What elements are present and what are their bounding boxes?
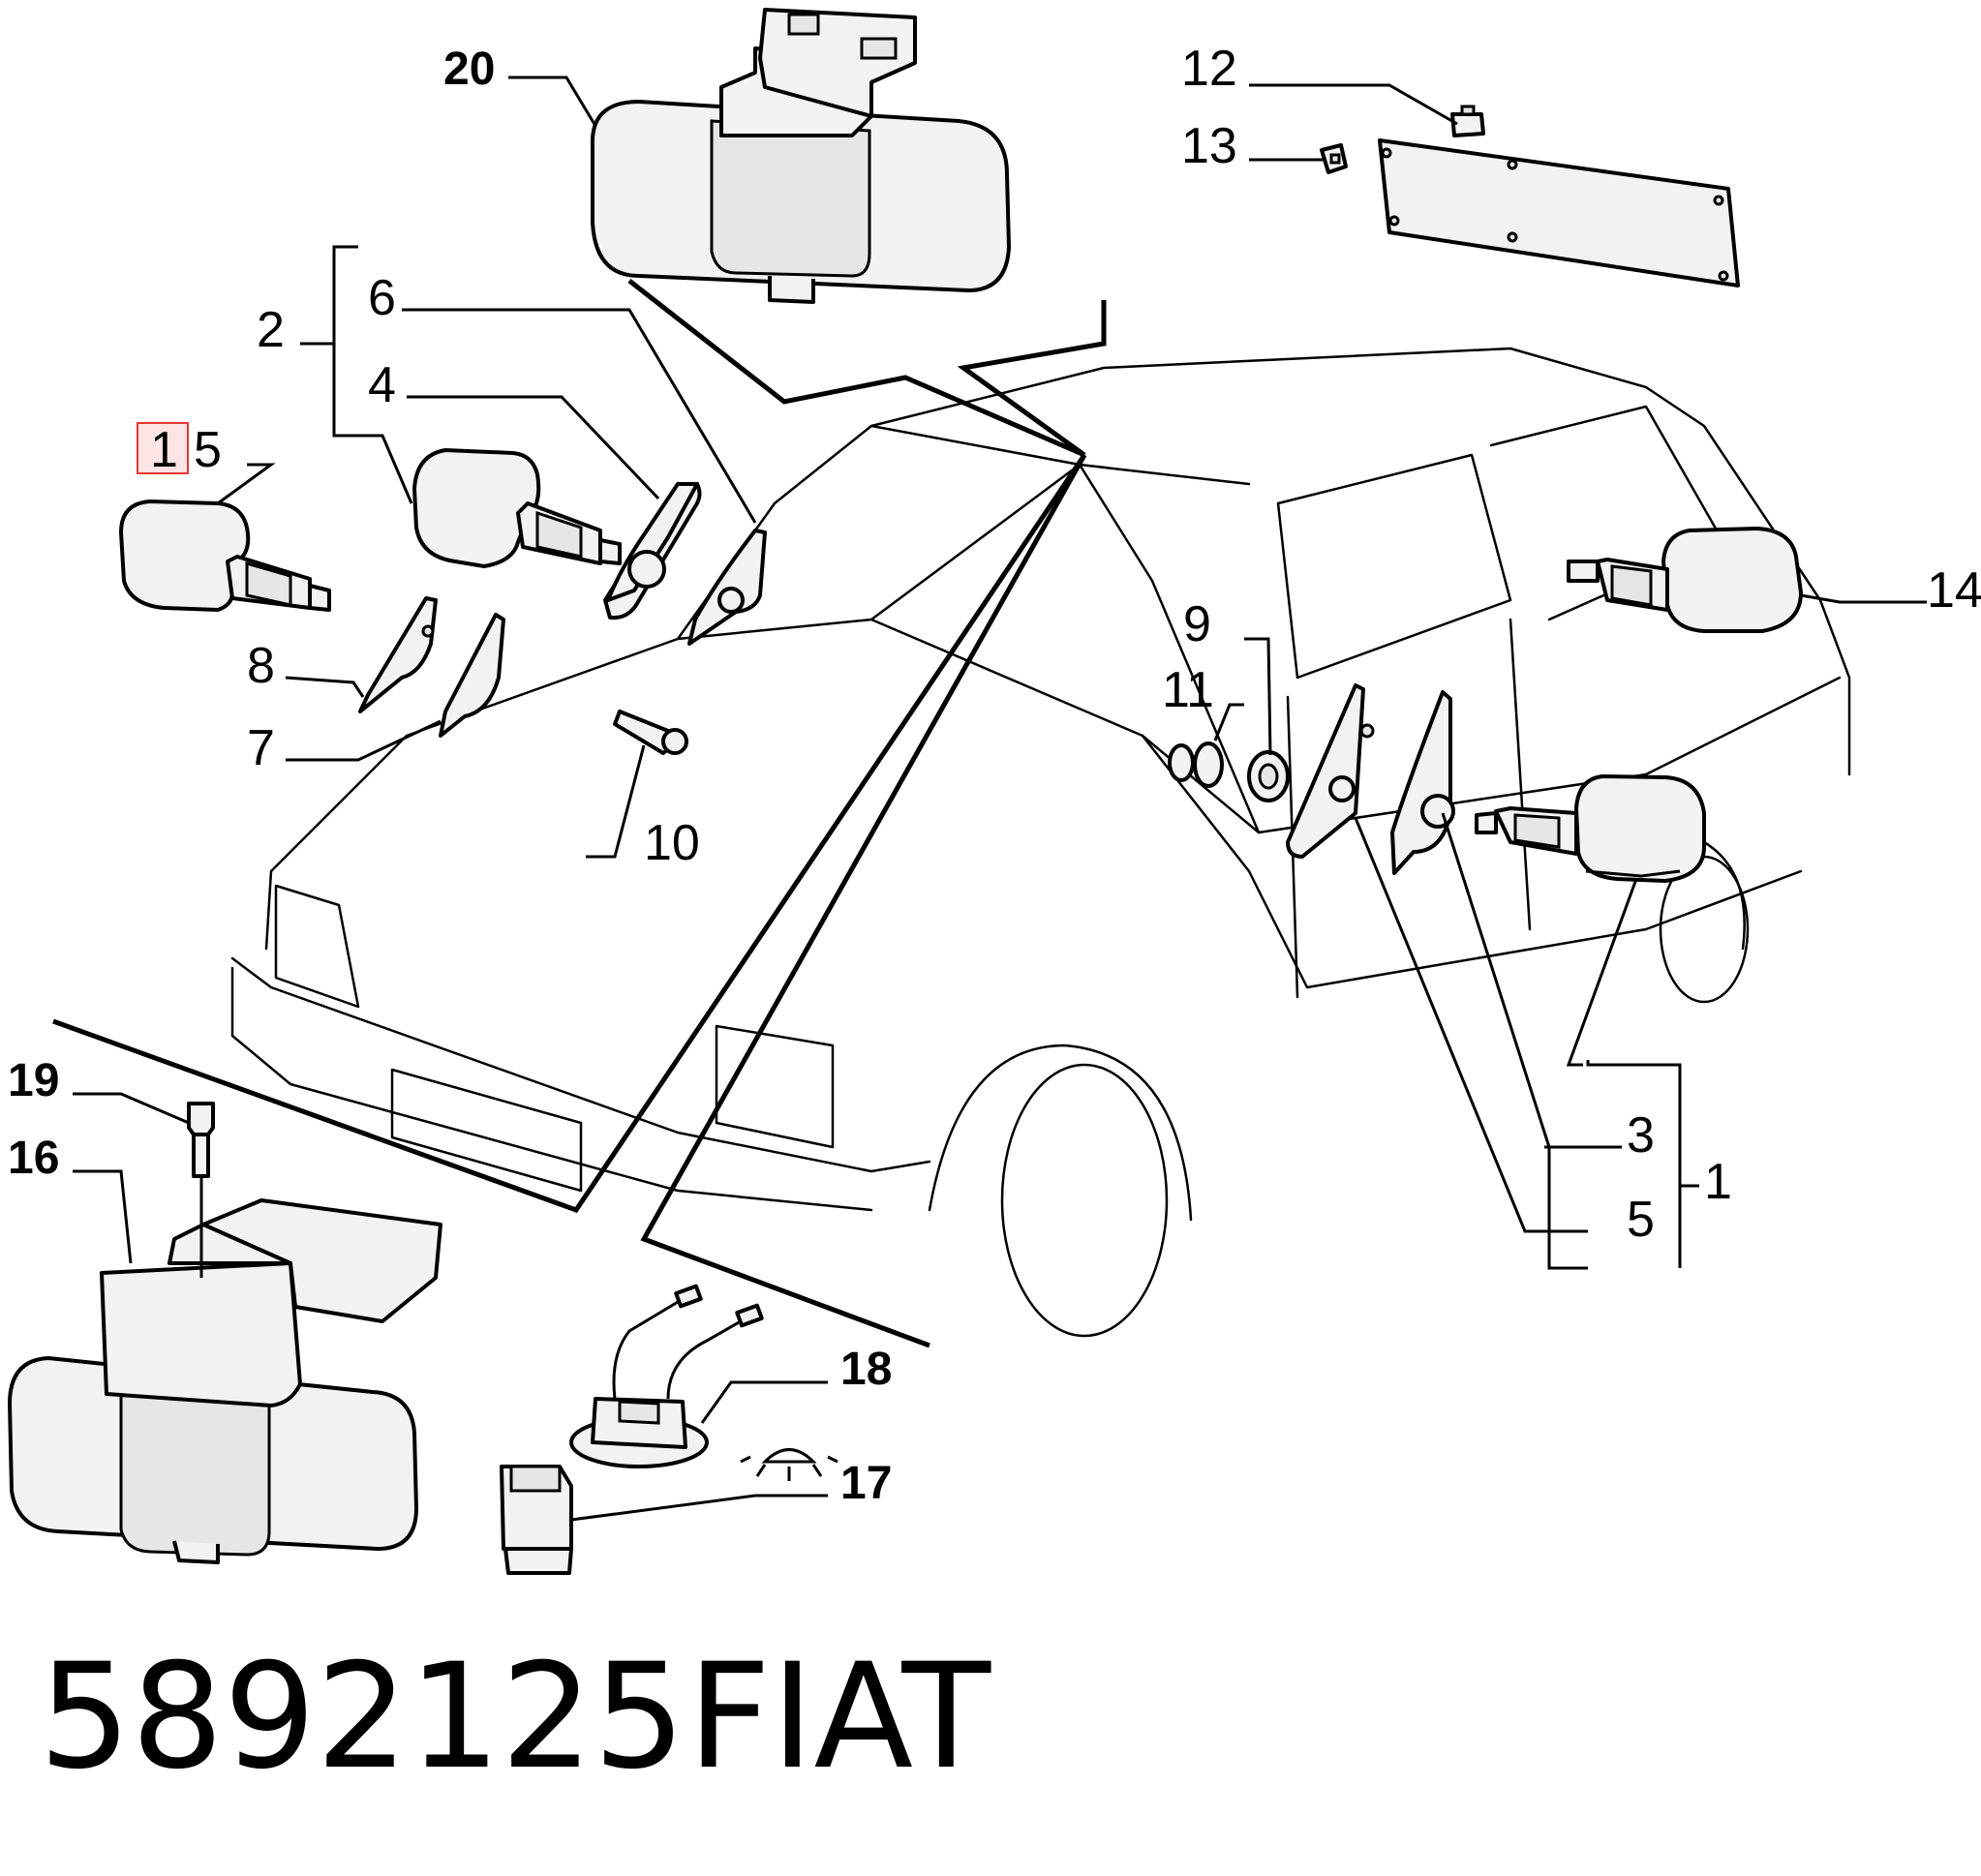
bushing-11[interactable] [1168, 741, 1224, 788]
left-mirror-assembly-1[interactable] [119, 499, 331, 612]
brand-name: FIAT [687, 1633, 991, 1801]
right-upper-mirror-assembly-14[interactable] [1567, 527, 1803, 633]
section-lines [52, 279, 1107, 1348]
callout-13: 13 [1181, 118, 1237, 174]
callout-17: 17 [840, 1458, 892, 1509]
callout-5-right: 5 [1627, 1192, 1655, 1248]
callout-12: 12 [1181, 41, 1237, 97]
triangle-cover-7[interactable] [439, 613, 505, 738]
callout-8: 8 [247, 638, 275, 694]
triangle-cover-8[interactable] [358, 596, 438, 713]
lamp-socket-18[interactable] [569, 1284, 764, 1468]
callout-10: 10 [644, 815, 700, 871]
screw-10[interactable] [613, 710, 688, 755]
bolt-19[interactable] [187, 1102, 215, 1178]
left-mirror-gasket-6[interactable] [687, 529, 767, 646]
callout-6: 6 [368, 270, 396, 326]
callout-4: 4 [368, 357, 396, 413]
callout-18: 18 [840, 1344, 892, 1395]
right-mirror-base-3[interactable] [1390, 690, 1455, 875]
left-mirror-housing-4[interactable] [412, 448, 622, 568]
callout-11: 11 [1162, 662, 1214, 718]
right-lower-mirror-assembly[interactable] [1475, 774, 1706, 883]
interior-mirror-16[interactable] [8, 1198, 442, 1564]
callout-9: 9 [1183, 596, 1211, 652]
footer: 5892125 FIAT [39, 1633, 991, 1801]
leader-lines [73, 76, 1927, 1522]
callout-16: 16 [8, 1133, 59, 1184]
trim-plate[interactable] [1378, 138, 1740, 287]
right-mirror-gasket-5[interactable] [1286, 683, 1375, 859]
callout-2: 2 [257, 302, 285, 358]
screw-12[interactable] [1450, 105, 1485, 137]
switch-17[interactable] [500, 1465, 573, 1575]
clip-13[interactable] [1320, 143, 1348, 174]
interior-light-icon [740, 1448, 838, 1481]
callout-5-left: 5 [194, 422, 222, 478]
callout-1-highlight: 1 [150, 422, 178, 478]
callout-20: 20 [443, 44, 495, 95]
part-number: 5892125 [39, 1633, 686, 1801]
callout-labels: 20 12 13 6 2 4 1 5 8 7 10 9 11 14 3 5 1 … [8, 41, 1981, 1509]
highlight-box [137, 422, 189, 474]
callout-1-right: 1 [1704, 1154, 1732, 1210]
washer-9[interactable] [1247, 750, 1290, 802]
interior-mirror-20[interactable] [590, 8, 1011, 304]
left-mirror-base-4[interactable] [603, 482, 702, 620]
callout-7: 7 [247, 720, 275, 776]
callout-19: 19 [8, 1055, 59, 1106]
callout-3: 3 [1627, 1107, 1655, 1164]
callout-14: 14 [1927, 562, 1981, 619]
